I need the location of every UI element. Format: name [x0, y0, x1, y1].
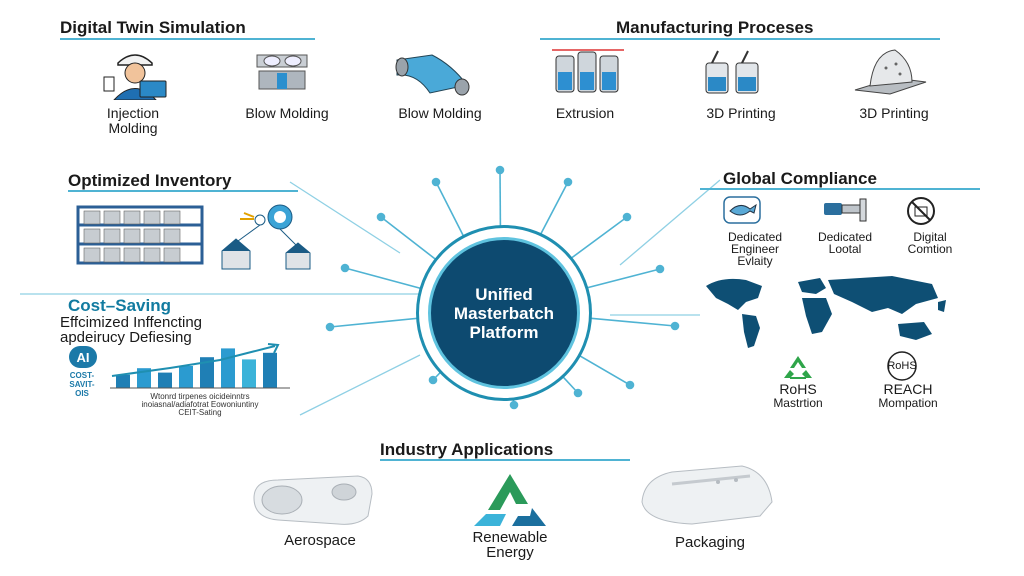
compliance-item-label: Dedicated Lootal [817, 230, 873, 256]
industry-item-label: Packaging [674, 534, 746, 551]
cost-bar [221, 348, 235, 388]
manufacturing-item-label: 3D Printing [859, 105, 929, 121]
cost-bar [137, 368, 151, 388]
cert-title: RoHS [779, 381, 817, 397]
cost-small-label: COST- SAVIT- OIS [69, 371, 95, 398]
manufacturing-title: Manufacturing Proceses [616, 18, 814, 37]
ai-badge: AI [69, 346, 97, 368]
cost-bar [242, 359, 256, 388]
compliance-underline [700, 188, 980, 190]
manufacturing-item-label: 3D Printing [706, 105, 776, 121]
fish-badge-icon [723, 196, 761, 224]
cost-footnote-3: CEIT-Sating [178, 408, 222, 417]
cost-bar [116, 374, 130, 388]
cost-footnote-2: inoiasnal/adiafotrat Eowoniuntiny [141, 400, 259, 409]
compliance-title: Global Compliance [723, 169, 877, 188]
recycle-icon [784, 356, 812, 379]
warehouse-shelf-icon [76, 205, 204, 265]
manufacturing-item-label: Extrusion [555, 105, 615, 121]
digital-twin-item-label: Injection Molding [106, 105, 160, 136]
world-map-icon [706, 276, 946, 348]
compliance-item-label: Digital Comtion [907, 230, 953, 256]
digital-twin-underline [60, 38, 315, 40]
packaging-part-icon [641, 465, 773, 525]
cost-line-1: Effcimized Inffencting [60, 314, 203, 331]
digital-twin-item-label: Blow Molding [398, 105, 482, 121]
rohs-badge-text: RoHS [887, 360, 917, 372]
cost-footnote-1: Wtonrd tirpenes oicideinntrs [150, 392, 250, 401]
inventory-underline [68, 190, 298, 192]
engineer-laptop-icon [103, 54, 167, 100]
cost-bar [200, 357, 214, 388]
inventory-network-icon [221, 204, 311, 270]
faucet-icon [824, 198, 867, 222]
cost-line-2: apdeiruсy Defiesing [60, 329, 192, 346]
industry-item-label: Renewable Energy [472, 529, 548, 561]
film-roller-icon [395, 54, 470, 96]
aerospace-part-icon [253, 475, 373, 525]
inventory-title: Optimized Inventory [68, 171, 232, 190]
hub-title: Unified Masterbatch Platform [453, 284, 555, 342]
cost-bar [263, 352, 277, 388]
extruder-tanks-icon [552, 49, 624, 93]
renewable-logo-icon [474, 474, 546, 526]
cost-bar [179, 366, 193, 388]
printed-part-icon [854, 49, 927, 95]
compliance-item-label: Dedicated Engineer Evlaity [727, 230, 783, 268]
industry-title: Industry Applications [380, 440, 554, 459]
industry-item-label: Aerospace [284, 532, 356, 549]
mold-press-icon [256, 54, 308, 90]
manufacturing-underline [540, 38, 940, 40]
cert-title: REACH [883, 381, 933, 397]
cost-bar-chart [110, 343, 290, 389]
platform-hub-core: Unified Masterbatch Platform [428, 237, 580, 389]
printer-nozzles-icon [705, 50, 759, 94]
cost-title: Cost–Saving [68, 296, 171, 315]
cert-sub: Mastrtion [773, 396, 823, 410]
cost-bar [158, 372, 172, 388]
prohibited-icon [907, 197, 935, 225]
digital-twin-title: Digital Twin Simulation [60, 18, 246, 37]
rohs-badge-icon [887, 351, 917, 381]
cert-sub: Mompation [878, 396, 938, 410]
digital-twin-item-label: Blow Molding [245, 105, 329, 121]
platform-hub: Unified Masterbatch Platform [416, 225, 592, 401]
industry-underline [380, 459, 630, 461]
